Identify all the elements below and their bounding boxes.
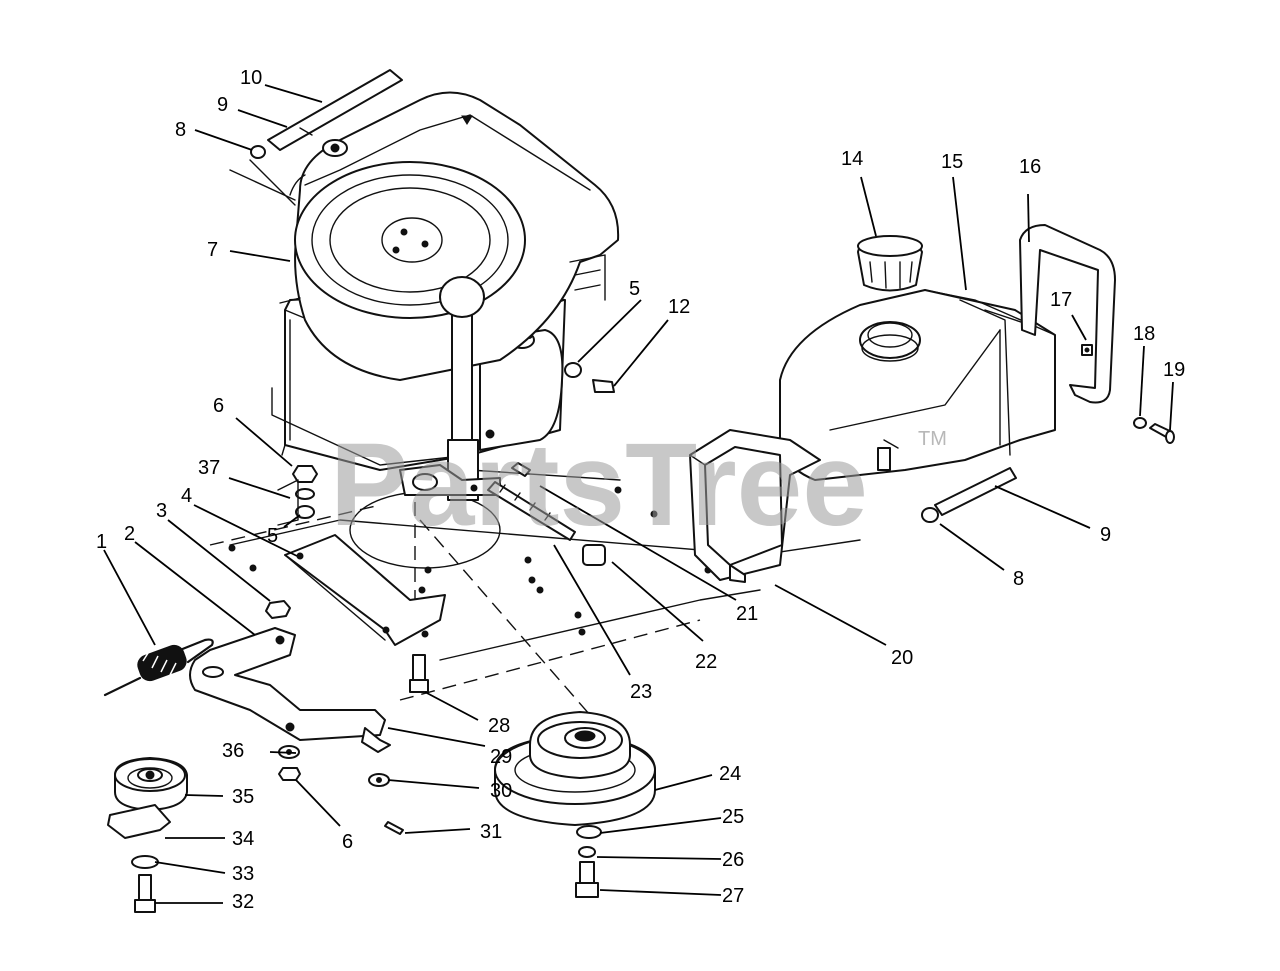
callout-6-lower: 6	[342, 831, 353, 853]
callout-14: 14	[841, 148, 863, 170]
callout-6-upper: 6	[213, 395, 224, 417]
idler-pulley	[107, 757, 188, 839]
bolt-32	[131, 855, 159, 913]
callout-5-lower: 5	[267, 525, 278, 547]
pulley-bolt	[485, 429, 606, 566]
callout-labels: 1 2 3 4 5 5 6 6 7 8 8 9 9 10 12 14 15 16…	[96, 67, 1185, 913]
tank-bracket	[689, 429, 821, 583]
callout-26: 26	[722, 849, 744, 871]
callout-3: 3	[156, 500, 167, 522]
callout-15: 15	[941, 151, 963, 173]
callout-30: 30	[490, 780, 512, 802]
bolt-28	[409, 654, 429, 693]
callout-9-lower: 9	[1100, 524, 1111, 546]
callout-37: 37	[198, 457, 220, 479]
idler-arm	[189, 627, 391, 753]
callout-21: 21	[736, 603, 758, 625]
hardware-30	[368, 773, 404, 835]
callout-34: 34	[232, 828, 254, 850]
callout-22: 22	[695, 651, 717, 673]
callout-35: 35	[232, 786, 254, 808]
callout-10: 10	[240, 67, 262, 89]
callout-9-upper: 9	[217, 94, 228, 116]
watermark-text: PartsTree	[330, 419, 868, 551]
callout-27: 27	[722, 885, 744, 907]
callout-16: 16	[1019, 156, 1041, 178]
callout-23: 23	[630, 681, 652, 703]
callout-24: 24	[719, 763, 741, 785]
callout-28: 28	[488, 715, 510, 737]
pulley-hardware	[575, 825, 602, 898]
fuel-cap	[857, 235, 923, 292]
tank-bolt	[564, 362, 615, 393]
nut-3	[265, 600, 291, 619]
callout-7: 7	[207, 239, 218, 261]
fuel-line-right	[921, 467, 1017, 523]
spring	[103, 638, 214, 697]
hardware-36	[278, 745, 301, 781]
callout-25: 25	[722, 806, 744, 828]
callout-36: 36	[222, 740, 244, 762]
callout-1: 1	[96, 531, 107, 553]
tank-screw	[1133, 417, 1175, 444]
callout-8-lower: 8	[1013, 568, 1024, 590]
fuel-tank	[779, 224, 1116, 481]
callout-32: 32	[232, 891, 254, 913]
callout-29: 29	[490, 746, 512, 768]
callout-18: 18	[1133, 323, 1155, 345]
engine-pulley	[494, 711, 656, 826]
callout-12: 12	[668, 296, 690, 318]
chassis-frame-plate	[209, 464, 861, 716]
fuel-line-top	[229, 69, 403, 206]
watermark: PartsTree TM	[330, 419, 947, 551]
callout-19: 19	[1163, 359, 1185, 381]
callout-33: 33	[232, 863, 254, 885]
callout-4: 4	[181, 485, 192, 507]
hardware-37	[277, 465, 318, 526]
leader-lines	[103, 84, 1174, 904]
callout-2: 2	[124, 523, 135, 545]
callout-31: 31	[480, 821, 502, 843]
callout-5-upper: 5	[629, 278, 640, 300]
callout-17: 17	[1050, 289, 1072, 311]
engine	[271, 91, 620, 501]
callout-20: 20	[891, 647, 913, 669]
watermark-trademark: TM	[918, 428, 947, 450]
callout-8-upper: 8	[175, 119, 186, 141]
idler-bracket	[284, 534, 446, 646]
